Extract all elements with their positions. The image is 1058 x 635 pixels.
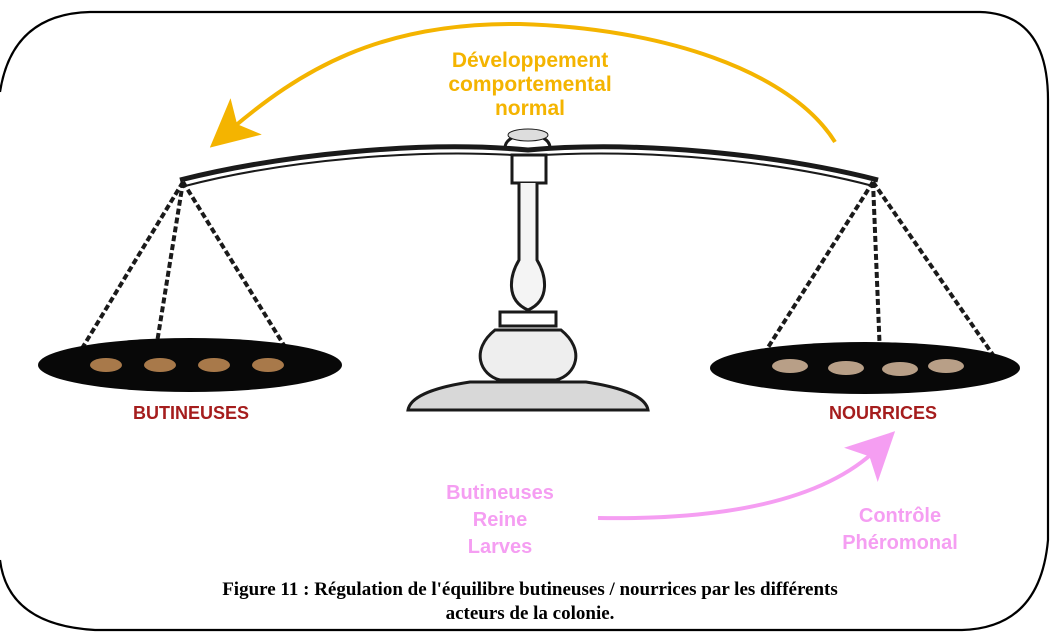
bee-icon: [144, 358, 176, 372]
balance-scale-icon: [73, 128, 1002, 412]
actor-larves: Larves: [467, 536, 533, 558]
development-label-line-2: comportemental: [448, 73, 612, 96]
figure-caption-line-1: Figure 11 : Régulation de l'équilibre bu…: [222, 579, 838, 600]
pink-control-arrow: [597, 431, 896, 521]
left-pan-label: BUTINEUSES: [132, 403, 249, 423]
control-label-line-1: Contrôle: [858, 505, 942, 527]
bee-icon: [882, 362, 918, 376]
bee-icon: [828, 361, 864, 375]
bee-icon: [90, 358, 122, 372]
bee-icon: [198, 358, 230, 372]
right-bees: [772, 359, 964, 376]
rounded-frame-border: [0, 10, 1050, 632]
control-label-line-2: Phéromonal: [842, 532, 958, 554]
actor-reine: Reine: [472, 509, 528, 531]
figure-caption-line-2: acteurs de la colonie.: [445, 603, 615, 624]
actor-butineuses: Butineuses: [446, 482, 554, 504]
right-pan-label: NOURRICES: [828, 403, 937, 423]
left-pan: [38, 338, 342, 392]
development-label-line-1: Développement: [451, 49, 609, 72]
development-label-line-3: normal: [494, 97, 565, 120]
bee-icon: [928, 359, 964, 373]
left-bees: [90, 358, 284, 372]
yellow-development-arrow: [209, 21, 837, 148]
bee-icon: [772, 359, 808, 373]
bee-icon: [252, 358, 284, 372]
right-pan: [710, 342, 1020, 394]
